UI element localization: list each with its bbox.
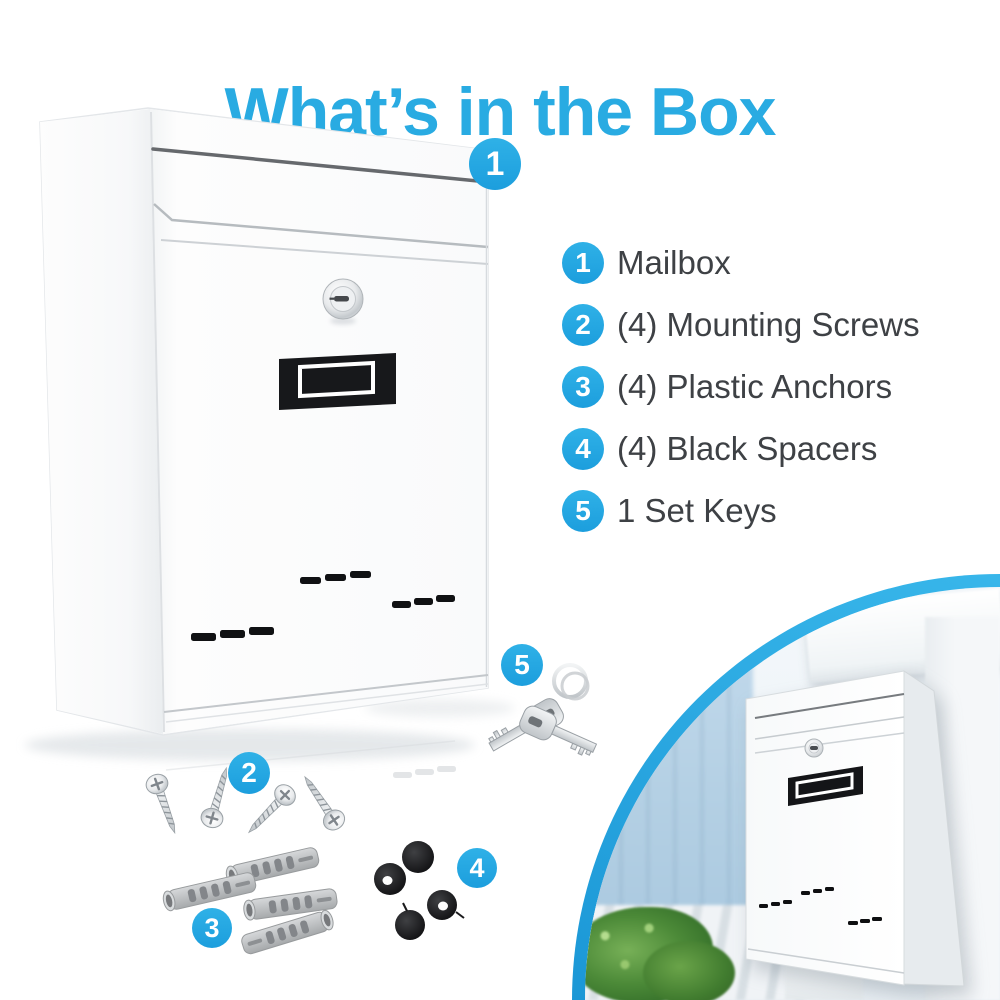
- legend-badge: 4: [562, 428, 604, 470]
- legend-badge: 2: [562, 304, 604, 346]
- callout-number: 3: [204, 912, 220, 943]
- installed-photo-inset: [572, 574, 1000, 1000]
- callout-number: 1: [485, 144, 505, 183]
- legend-item-spacers: 4 (4) Black Spacers: [562, 428, 920, 470]
- black-spacers-art: [374, 841, 465, 940]
- callout-number: 4: [469, 852, 485, 883]
- legend-item-mailbox: 1 Mailbox: [562, 242, 920, 284]
- keyhole-lock: [322, 278, 364, 325]
- name-card-window: [279, 353, 396, 410]
- legend-number: 5: [575, 495, 591, 526]
- legend-number: 2: [575, 309, 591, 340]
- callout-badge-mailbox: 1: [469, 138, 521, 190]
- photo-mounted-mailbox: [745, 670, 965, 987]
- callout-number: 2: [241, 757, 257, 788]
- mailbox-side-panel: [40, 109, 163, 734]
- legend-number: 4: [575, 433, 591, 464]
- callout-badge-anchors: 3: [192, 908, 232, 948]
- callout-number: 5: [514, 649, 530, 680]
- legend-number: 3: [575, 371, 591, 402]
- floor-reflection: [165, 740, 456, 778]
- callout-badge-keys: 5: [501, 644, 543, 686]
- mailbox-front-door: [150, 109, 488, 734]
- photo-bush: [585, 907, 735, 1000]
- photo-front-door: [593, 587, 753, 965]
- legend-badge: 1: [562, 242, 604, 284]
- legend-label: (4) Mounting Screws: [617, 306, 920, 343]
- legend-label: (4) Black Spacers: [617, 430, 878, 467]
- callout-badge-spacers: 4: [457, 848, 497, 888]
- legend-badge: 5: [562, 490, 604, 532]
- mailbox-art: [25, 107, 515, 778]
- legend-item-anchors: 3 (4) Plastic Anchors: [562, 366, 920, 408]
- legend-badge: 3: [562, 366, 604, 408]
- inset-photo: [585, 587, 1000, 1000]
- legend-item-screws: 2 (4) Mounting Screws: [562, 304, 920, 346]
- legend-label: 1 Set Keys: [617, 492, 777, 529]
- legend-number: 1: [575, 247, 591, 278]
- legend-item-keys: 5 1 Set Keys: [562, 490, 920, 532]
- vent-slots: [191, 571, 455, 641]
- mail-slot-flap: [151, 147, 490, 265]
- legend-list: 1 Mailbox 2 (4) Mounting Screws 3 (4) Pl…: [562, 242, 920, 552]
- legend-label: Mailbox: [617, 244, 731, 281]
- callout-badge-screws: 2: [228, 752, 270, 794]
- plastic-anchors-art: [161, 845, 339, 956]
- legend-label: (4) Plastic Anchors: [617, 368, 893, 405]
